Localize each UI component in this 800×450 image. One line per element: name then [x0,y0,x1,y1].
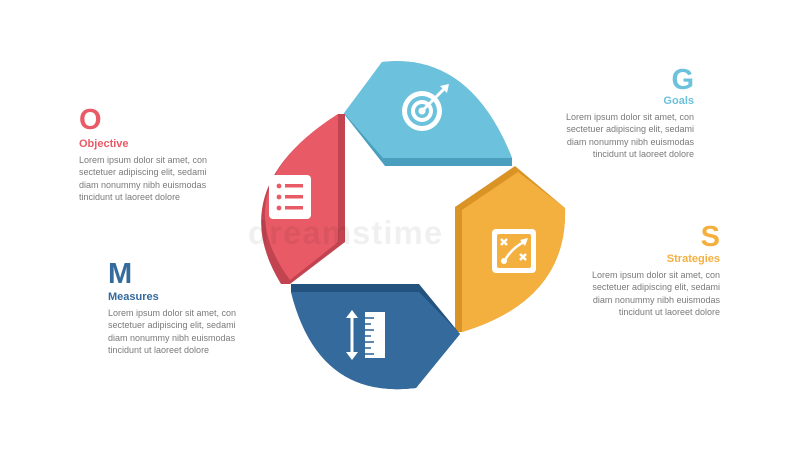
measures-line: diam nonummy nibh euismodas [108,332,236,343]
watermark: dreamstime [248,214,444,251]
goals-line: diam nonummy nibh euismodas [566,136,694,147]
objective-line: tincidunt ut laoreet dolore [79,192,181,203]
goals-line: sectetuer adipiscing elit, sedami [566,124,694,135]
objective-title: Objective [79,138,129,150]
measures-line: tincidunt ut laoreet dolore [108,345,210,356]
strategies-line: Lorem ipsum dolor sit amet, con [591,270,720,280]
goals-description: Lorem ipsum dolor sit amet, con sectetue… [524,111,694,161]
strategies-title: Strategies [666,253,720,265]
measures-line: Lorem ipsum dolor sit amet, con [108,308,237,318]
measures-line: sectetuer adipiscing elit, sedami [108,320,236,331]
measures-title: Measures [108,291,159,303]
target-icon [402,84,449,131]
measures-letter: M [108,258,133,290]
strategies-description: Lorem ipsum dolor sit amet, con sectetue… [550,269,720,319]
objective-line: sectetuer adipiscing elit, sedami [79,167,207,178]
goals-title: Goals [663,95,694,107]
objective-line: Lorem ipsum dolor sit amet, con [79,155,208,165]
strategies-letter: S [700,221,720,253]
strategies-line: diam nonummy nibh euismodas [592,294,720,305]
goals-line: Lorem ipsum dolor sit amet, con [565,112,694,122]
strategies-line: sectetuer adipiscing elit, sedami [592,282,720,293]
goals-line: tincidunt ut laoreet dolore [592,149,694,160]
strategies-line: tincidunt ut laoreet dolore [618,307,720,318]
strategy-icon [492,229,536,273]
objective-letter: O [79,104,102,136]
ruler-icon [346,310,385,360]
checklist-icon [269,175,311,219]
objective-line: diam nonummy nibh euismodas [79,179,207,190]
objective-description: Lorem ipsum dolor sit amet, con sectetue… [79,154,249,204]
measures-description: Lorem ipsum dolor sit amet, con sectetue… [108,307,278,357]
goals-letter: G [671,64,694,96]
